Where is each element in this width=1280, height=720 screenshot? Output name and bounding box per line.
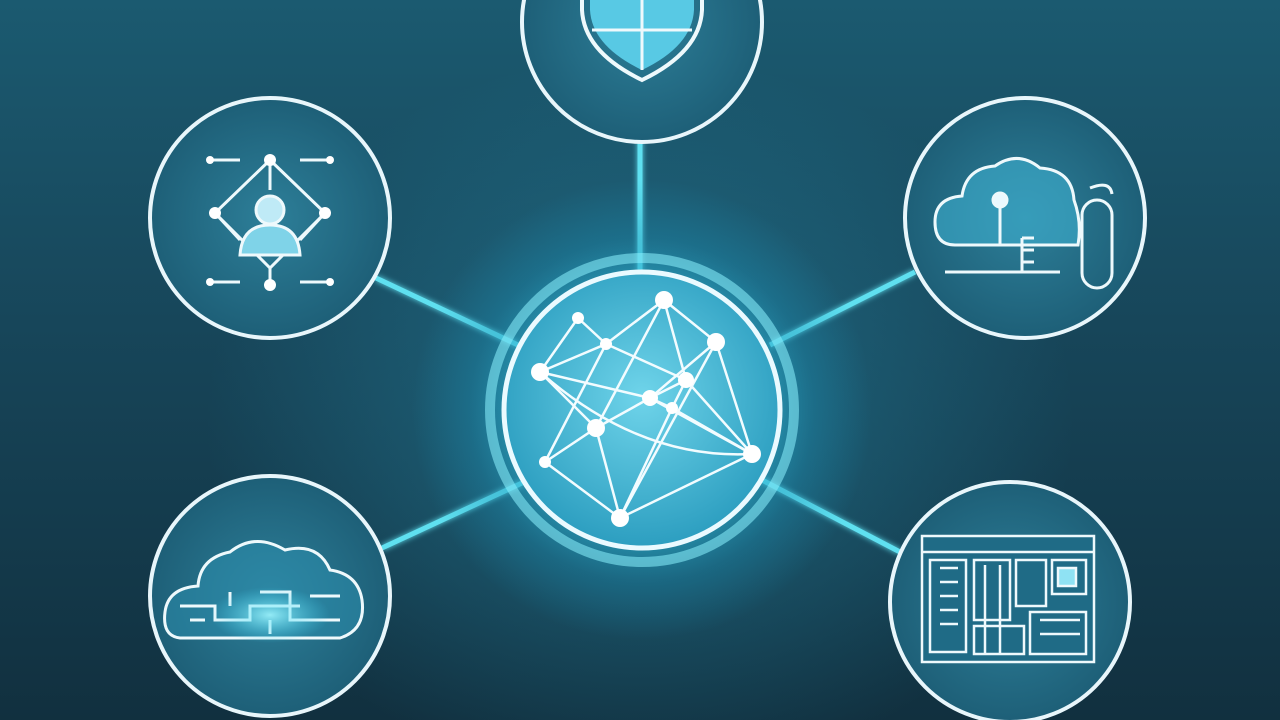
graph-vertices xyxy=(531,291,761,527)
user-network-icon xyxy=(207,157,333,285)
node-upper-left xyxy=(148,96,392,340)
cloud-key-icon xyxy=(933,157,1114,290)
node-upper-right xyxy=(903,96,1147,340)
node-top xyxy=(520,0,764,144)
circuit-board-icon xyxy=(920,534,1096,664)
user-network-dots xyxy=(206,154,334,291)
circuit-glow xyxy=(210,587,330,643)
shield-icon xyxy=(580,0,704,83)
node-lower-right xyxy=(888,480,1132,720)
node-lower-left xyxy=(148,474,392,718)
hub-node xyxy=(485,253,799,567)
